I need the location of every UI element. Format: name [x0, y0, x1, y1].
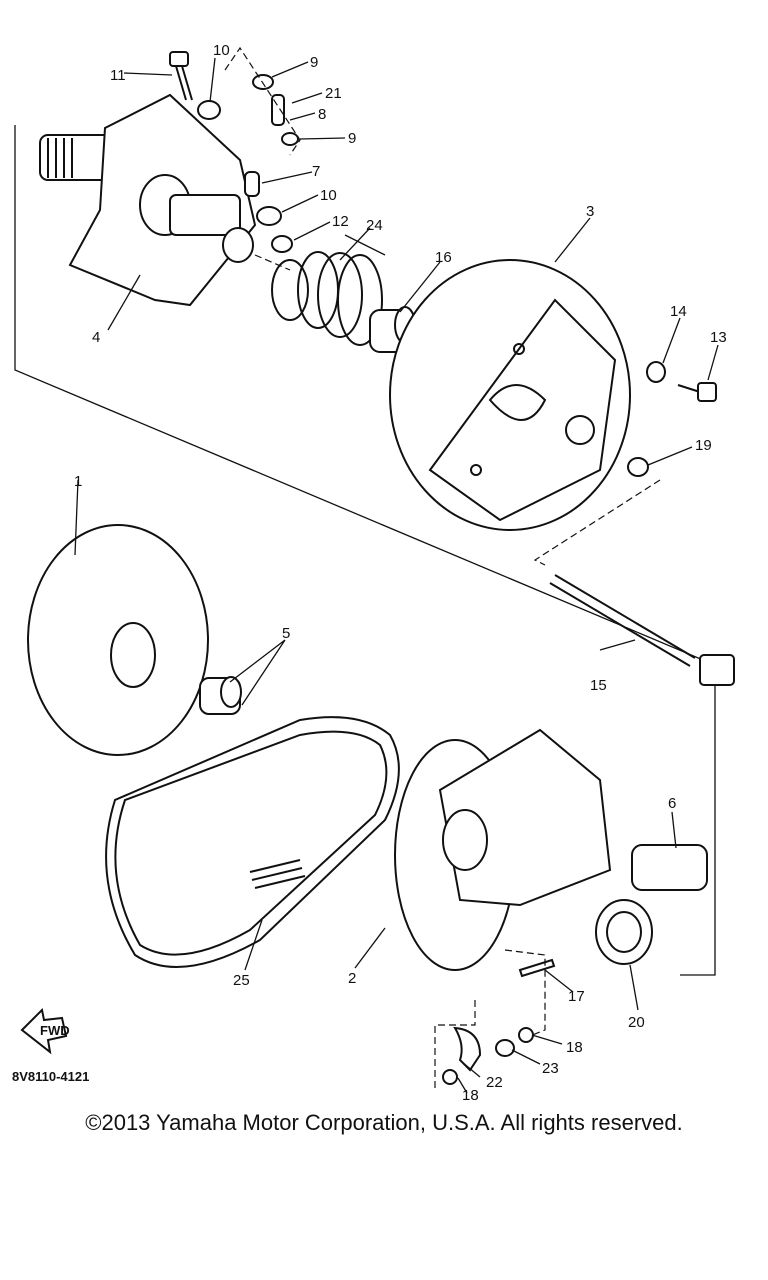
part-weight-arm [453, 1026, 482, 1072]
label-7: 7 [312, 163, 320, 180]
svg-text:FWD: FWD [40, 1023, 70, 1038]
label-16: 16 [435, 249, 452, 266]
part-fixed-sheave [27, 524, 209, 756]
label-10-top: 10 [213, 42, 230, 59]
leader-lines [74, 57, 719, 1094]
label-4: 4 [92, 329, 100, 346]
label-11: 11 [110, 67, 126, 84]
part-washer [281, 132, 299, 146]
label-18-right: 18 [566, 1039, 583, 1056]
label-21: 21 [325, 85, 342, 102]
label-14: 14 [670, 303, 687, 320]
label-22: 22 [486, 1074, 503, 1091]
part-bolt [677, 382, 717, 402]
label-19: 19 [695, 437, 712, 454]
label-6: 6 [668, 795, 676, 812]
part-cover [389, 259, 631, 531]
label-25: 25 [233, 972, 250, 989]
label-18-left: 18 [462, 1087, 479, 1100]
label-12: 12 [332, 213, 349, 230]
part-washer [252, 74, 274, 90]
part-primary-sheave [394, 728, 612, 971]
label-24: 24 [366, 217, 383, 234]
label-8: 8 [318, 106, 326, 123]
label-13: 13 [710, 329, 727, 346]
part-bushing [197, 100, 221, 120]
part-nut [271, 235, 293, 253]
label-2: 2 [348, 970, 356, 987]
fwd-arrow-icon: FWD [20, 1007, 70, 1055]
diagram-code: 8V8110-4121 [12, 1069, 89, 1084]
part-roller [244, 171, 260, 197]
label-1: 1 [74, 473, 82, 490]
part-v-belt [105, 716, 400, 968]
exploded-parts-diagram: FWD 11 10 9 21 8 9 7 10 1 [12, 42, 735, 1100]
part-long-bolt [549, 574, 735, 686]
label-5: 5 [282, 625, 290, 642]
part-bolt [169, 51, 193, 101]
label-9-mid: 9 [348, 130, 356, 147]
part-washer [442, 1069, 458, 1085]
part-nut [646, 361, 666, 383]
label-20: 20 [628, 1014, 645, 1031]
part-bushing-set [199, 676, 242, 715]
label-23: 23 [542, 1060, 559, 1077]
label-3: 3 [586, 203, 594, 220]
part-drive-shaft [39, 93, 257, 307]
copyright-notice: ©2013 Yamaha Motor Corporation, U.S.A. A… [85, 1110, 683, 1135]
part-spring [271, 251, 383, 346]
part-washer [627, 457, 649, 477]
part-bushing [256, 206, 282, 226]
part-sleeve [631, 844, 708, 891]
label-17: 17 [568, 988, 585, 1005]
part-roller [495, 1039, 515, 1057]
label-9-top: 9 [310, 54, 318, 71]
part-seal [595, 899, 653, 965]
label-10-mid: 10 [320, 187, 337, 204]
part-washer [518, 1027, 534, 1043]
label-15: 15 [590, 677, 607, 694]
